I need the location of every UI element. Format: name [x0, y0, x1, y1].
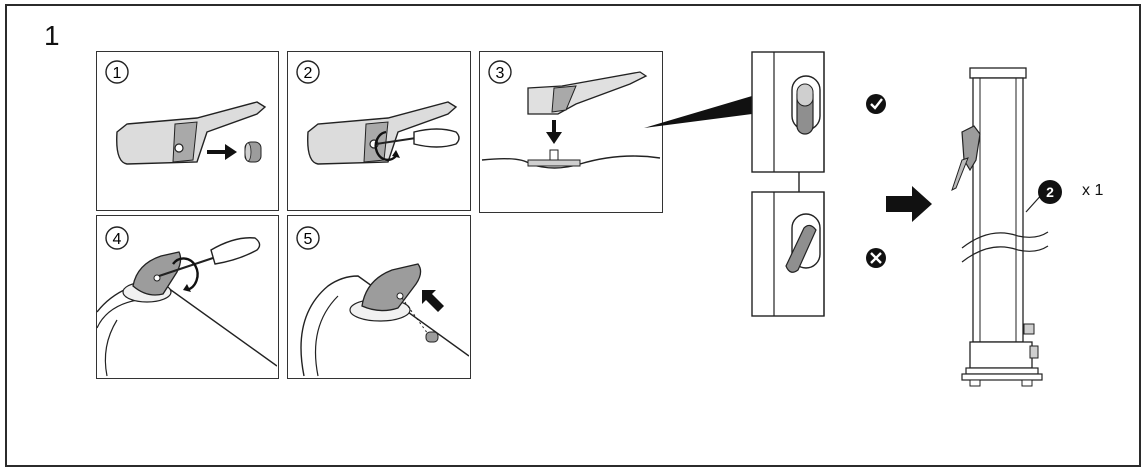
panel-3-illustration: 3	[481, 60, 661, 169]
panel-4-label: 4	[113, 231, 122, 248]
screwdriver-handle	[413, 128, 460, 148]
panel-3: 3	[479, 51, 663, 213]
panel-3-label: 3	[496, 65, 505, 82]
callout-wedge	[644, 96, 752, 128]
detail-overlay	[644, 51, 1049, 387]
panel-4-illustration: 4	[96, 226, 278, 377]
quantity-text: x 1	[1082, 182, 1104, 199]
arrow-right-icon	[886, 186, 932, 222]
lever-handle	[132, 251, 182, 296]
lever-tilted	[785, 224, 817, 273]
pipe-column	[961, 67, 1049, 387]
column-lever-arm	[951, 157, 969, 191]
x-circle-icon	[866, 248, 886, 268]
screw-hole	[153, 274, 161, 282]
screw-cap	[425, 331, 439, 343]
rotate-arrow-icon	[374, 130, 397, 161]
pipe-surface	[481, 155, 661, 169]
rotate-arrow-head	[392, 150, 400, 158]
panel-1-label: 1	[113, 65, 122, 82]
panel-1: 1	[96, 51, 279, 211]
panel-4-badge	[105, 226, 129, 250]
lever-handle	[361, 263, 422, 312]
diagram-frame	[5, 4, 1141, 467]
step-number: 1	[44, 20, 60, 51]
handle-shade	[172, 121, 198, 163]
arrow-down-icon	[546, 120, 562, 144]
quantity-badge: 2	[1038, 180, 1062, 204]
rotate-arrow-head	[183, 284, 191, 292]
lever-handle-side	[527, 71, 648, 115]
pipe-edge-inner	[315, 295, 339, 377]
panel-2-badge	[296, 60, 320, 84]
panel-2-illustration: 2	[296, 60, 460, 165]
panel-3-badge	[488, 60, 512, 84]
panel-2-label: 2	[304, 65, 313, 82]
rotate-arrow-icon	[172, 257, 199, 292]
panel-1-illustration: 1	[105, 60, 267, 165]
panel-2: 2	[287, 51, 471, 211]
pipe-edge-bottom	[104, 319, 118, 377]
screwdriver-shaft	[375, 137, 417, 145]
panel-4: 4	[96, 215, 279, 379]
arrow-up-left-icon	[422, 290, 444, 312]
screw-hole	[396, 292, 404, 300]
screw-cap-face	[244, 142, 252, 162]
arrow-right-icon	[207, 144, 237, 160]
pipe-edge-inner	[96, 299, 138, 329]
panel-5: 5	[287, 215, 471, 379]
check-circle-icon	[866, 94, 886, 114]
pipe-edge-top	[300, 275, 470, 377]
valve-stem	[549, 149, 559, 161]
handle-shade	[551, 85, 577, 113]
screwdriver-shaft	[158, 257, 214, 277]
quantity-badge-number: 2	[1046, 184, 1054, 200]
valve-base	[527, 159, 581, 167]
panel-5-badge	[296, 226, 320, 250]
panel-5-illustration: 5	[296, 226, 470, 377]
screw-hole	[174, 143, 184, 153]
lever-vertical-top	[796, 83, 814, 107]
screwdriver-handle	[210, 237, 261, 265]
panel-1-badge	[105, 60, 129, 84]
panel-5-label: 5	[304, 231, 313, 248]
